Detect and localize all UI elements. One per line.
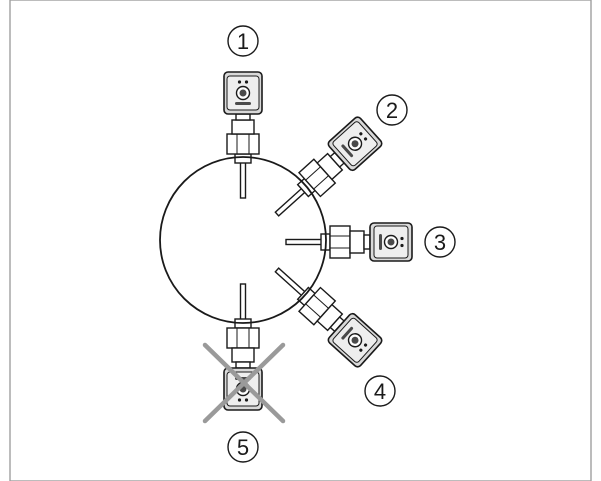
position-number-5: 5: [227, 431, 259, 463]
flow-sensor-icon: [223, 283, 263, 411]
diagram-frame: [9, 0, 592, 481]
pipe-cross-section: [159, 156, 327, 324]
cross-mark-icon: [202, 342, 286, 424]
svg-text:5: 5: [237, 435, 249, 460]
svg-text:1: 1: [237, 29, 249, 54]
position-number-1: 1: [227, 25, 259, 57]
flow-sensor-icon: [285, 222, 413, 262]
flow-sensor-icon: [263, 114, 385, 229]
svg-text:2: 2: [386, 98, 398, 123]
position-number-4: 4: [364, 375, 396, 407]
svg-text:4: 4: [374, 379, 386, 404]
position-number-2: 2: [376, 94, 408, 126]
position-number-3: 3: [424, 226, 456, 258]
flow-sensor-icon: [263, 255, 385, 370]
svg-text:3: 3: [434, 230, 446, 255]
flow-sensor-icon: [223, 71, 263, 199]
